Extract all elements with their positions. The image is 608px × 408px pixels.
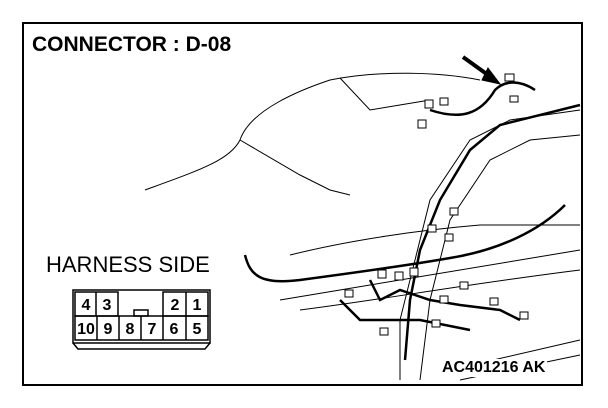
pin-5: 5 [193, 321, 202, 338]
pin-6: 6 [170, 321, 179, 338]
pin-1: 1 [193, 297, 202, 314]
diagram-frame [22, 22, 583, 386]
pin-4: 4 [82, 297, 91, 314]
connector-title: CONNECTOR : D-08 [32, 33, 232, 56]
figure-code: AC401216 AK [440, 359, 548, 377]
pin-8: 8 [126, 321, 135, 338]
pin-10: 10 [77, 321, 95, 338]
arrow-icon [481, 67, 502, 85]
pin-3: 3 [103, 297, 112, 314]
pin-2: 2 [171, 297, 180, 314]
pin-9: 9 [104, 321, 113, 338]
harness-side-label: HARNESS SIDE [46, 252, 210, 277]
pin-7: 7 [148, 321, 157, 338]
